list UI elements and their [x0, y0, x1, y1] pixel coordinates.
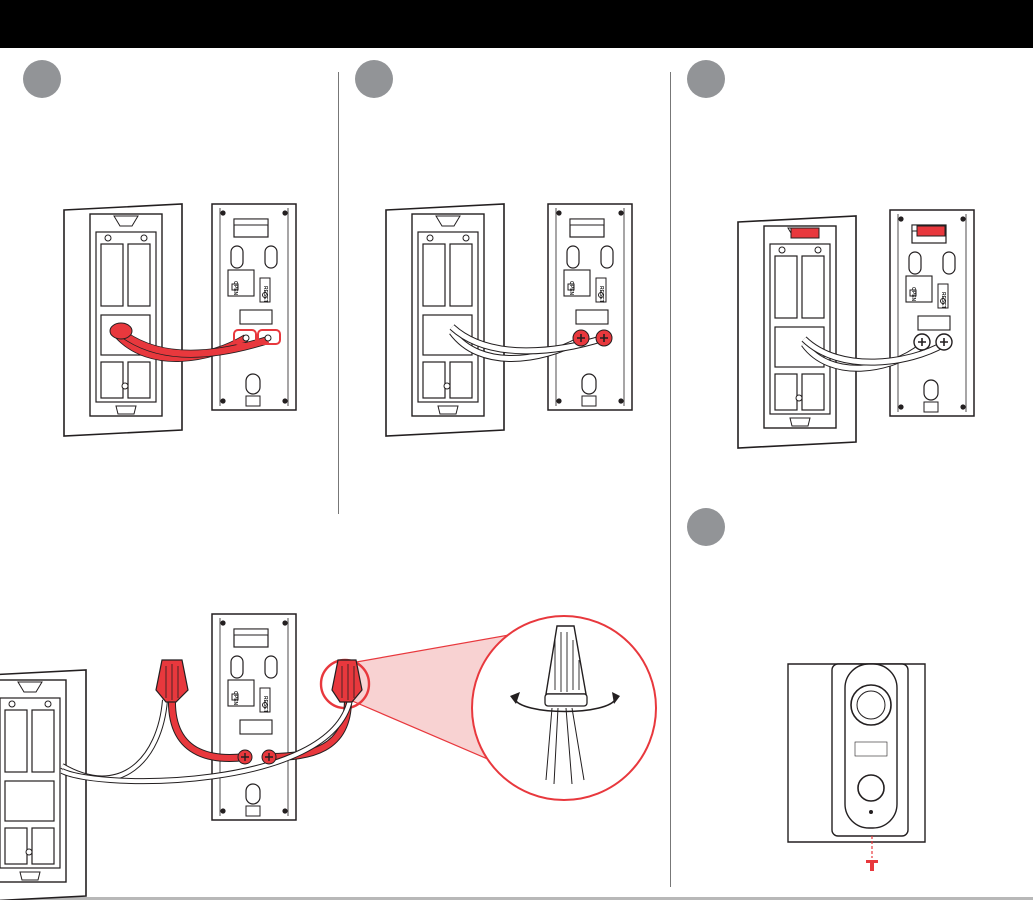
- wall-plate-2: [386, 204, 504, 436]
- wall-plate-4: [0, 670, 86, 900]
- reset-label-4: RESET: [262, 696, 268, 713]
- mounting-bracket-1: [212, 204, 296, 410]
- mounting-bracket-2: [548, 204, 632, 410]
- mounting-bracket-3: [890, 210, 974, 416]
- open-label-4: OPEN: [232, 691, 238, 706]
- reset-label-2: RESET: [598, 286, 604, 303]
- wall-plate-1: [64, 204, 182, 436]
- open-label-1: OPEN: [232, 281, 238, 296]
- reset-label-1: RESET: [262, 286, 268, 303]
- reset-label-3: RESET: [940, 292, 946, 309]
- wire-nut-icon: [156, 660, 188, 702]
- open-label-2: OPEN: [568, 281, 574, 296]
- screw-icon: [866, 860, 878, 871]
- open-label-3: OPEN: [910, 287, 916, 302]
- doorbell-device: [788, 664, 925, 871]
- mounting-bracket-4: [212, 614, 296, 820]
- wire-nut-icon: [332, 660, 362, 702]
- wall-plate-3: [738, 216, 856, 448]
